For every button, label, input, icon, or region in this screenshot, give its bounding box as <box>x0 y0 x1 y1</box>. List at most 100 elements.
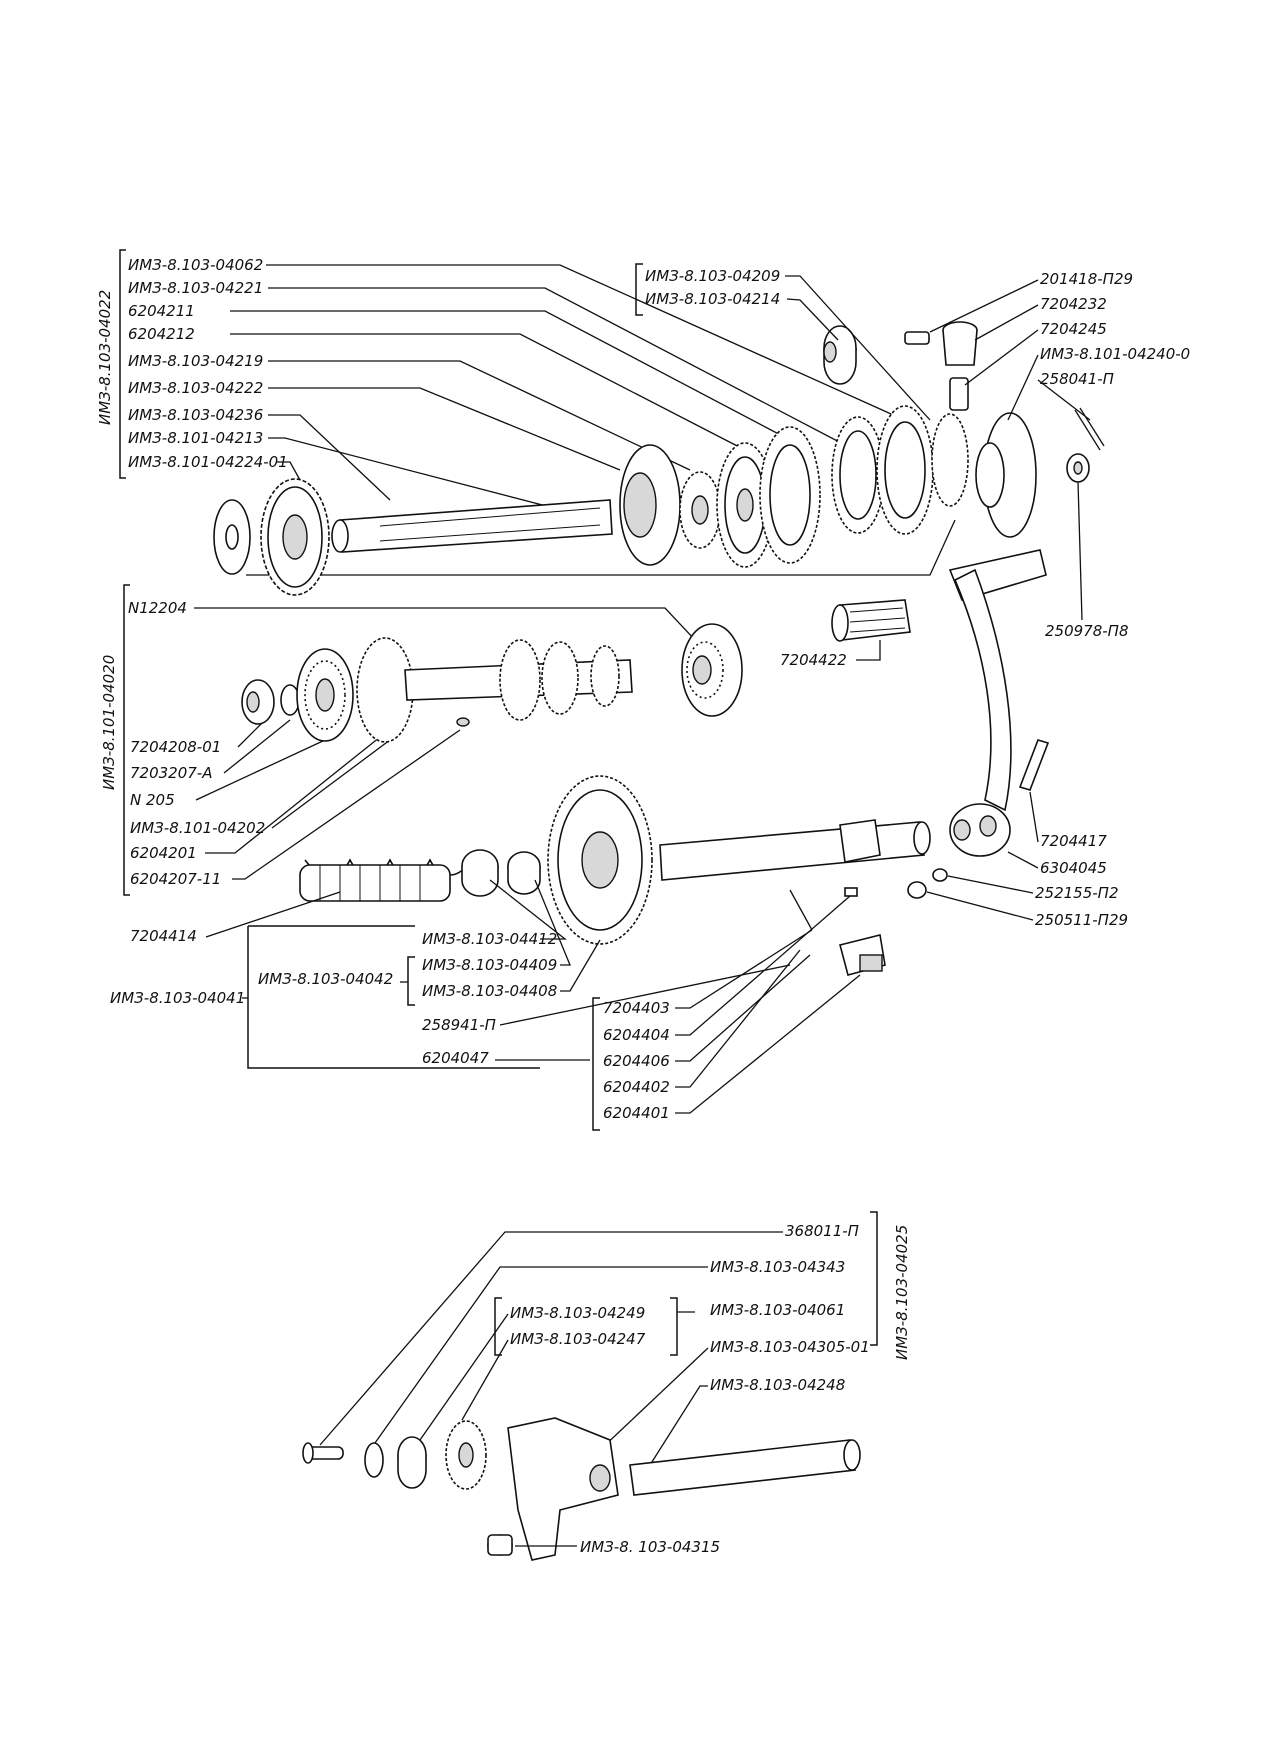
part-label-252155: 252155-П2 <box>1035 884 1119 902</box>
part-label-250511: 250511-П29 <box>1035 911 1128 929</box>
spline-bushing-7204422 <box>831 599 911 642</box>
bushing-04412 <box>461 849 499 897</box>
part-label-04236: ИМЗ-8.103-04236 <box>128 406 263 424</box>
bolt-201418 <box>904 331 930 345</box>
group-04022-assembly: ИМЗ-8.103-04022 ИМЗ-8.103-04062 ИМЗ-8.10… <box>96 249 1190 640</box>
part-label-04408: ИМЗ-8.103-04408 <box>422 982 557 1000</box>
cup-7204232 <box>942 321 978 366</box>
group-label-04042: ИМЗ-8.103-04042 <box>258 970 393 988</box>
pin-7204417 <box>1018 739 1050 791</box>
secondary-shaft <box>331 499 613 553</box>
thrust-washer <box>213 499 251 575</box>
part-label-04221: ИМЗ-8.103-04221 <box>128 279 263 297</box>
ring-7203207 <box>280 684 300 716</box>
flange-hub <box>975 412 1037 538</box>
splined-coupling <box>619 444 681 566</box>
part-label-04315: ИМЗ-8. 103-04315 <box>580 1538 720 1556</box>
bushing-04249 <box>397 1436 427 1489</box>
pin-6204404 <box>844 887 858 897</box>
part-label-6204047: 6204047 <box>422 1049 489 1067</box>
group-04025-assembly: ИМЗ-8.103-04025 368011-П ИМЗ-8.103-04343… <box>302 1211 911 1561</box>
part-label-04412: ИМЗ-8.103-04412 <box>422 930 557 948</box>
part-label-7204414: 7204414 <box>130 927 197 945</box>
part-label-04305: ИМЗ-8.103-04305-01 <box>710 1338 870 1356</box>
part-label-04214: ИМЗ-8.103-04214 <box>645 290 780 308</box>
pin-368011 <box>302 1442 344 1464</box>
part-label-6204211: 6204211 <box>128 302 195 320</box>
hub-gear <box>679 471 721 549</box>
part-label-6204207: 6204207-11 <box>130 870 221 888</box>
block-6204406 <box>839 934 886 976</box>
group-label-04020: ИМЗ-8.101-04020 <box>100 655 118 790</box>
part-label-258941: 258941-П <box>422 1016 496 1034</box>
group-label-04022: ИМЗ-8.103-04022 <box>96 290 114 425</box>
bushing-7204208 <box>241 679 275 725</box>
part-label-N12204: N12204 <box>128 599 187 617</box>
bearing-N205 <box>296 648 354 742</box>
bushing-04214 <box>823 325 857 385</box>
bearing-N12204 <box>681 623 743 717</box>
kickstart-shaft-gear <box>547 775 931 945</box>
kickstart-lever <box>948 549 1047 857</box>
part-label-6204402: 6204402 <box>603 1078 670 1096</box>
part-label-04409: ИМЗ-8.103-04409 <box>422 956 557 974</box>
part-label-7204422: 7204422 <box>780 651 847 669</box>
part-label-6204404: 6204404 <box>603 1026 670 1044</box>
part-label-7204403: 7204403 <box>603 999 670 1017</box>
part-label-04240: ИМЗ-8.101-04240-0 <box>1040 345 1190 363</box>
primary-shaft-04202 <box>356 637 633 743</box>
gear-cluster-4 <box>876 405 934 535</box>
part-label-04209: ИМЗ-8.103-04209 <box>645 267 780 285</box>
group-04041-assembly: 7204414 <box>110 775 1128 1131</box>
gear-04247 <box>445 1420 487 1490</box>
part-label-04219: ИМЗ-8.103-04219 <box>128 352 263 370</box>
part-label-04062: ИМЗ-8.103-04062 <box>128 256 263 274</box>
shaft-04248 <box>629 1439 861 1496</box>
gear-cluster-5 <box>931 413 969 507</box>
part-label-04248: ИМЗ-8.103-04248 <box>710 1376 845 1394</box>
key-6204207 <box>456 717 470 727</box>
part-label-6204401: 6204401 <box>603 1104 670 1122</box>
split-pin-258041 <box>1074 407 1105 451</box>
group-label-04025: ИМЗ-8.103-04025 <box>893 1225 911 1360</box>
washer-252155 <box>932 868 948 882</box>
part-label-7204245: 7204245 <box>1040 320 1107 338</box>
part-label-N205: N 205 <box>130 791 175 809</box>
castle-nut-250978 <box>1066 453 1090 483</box>
part-label-250978: 250978-П8 <box>1045 622 1129 640</box>
part-label-04213: ИМЗ-8.101-04213 <box>128 429 263 447</box>
part-label-6204406: 6204406 <box>603 1052 670 1070</box>
part-label-7204417: 7204417 <box>1040 832 1107 850</box>
part-label-6204201: 6204201 <box>130 844 197 862</box>
pin-7204403 <box>789 889 813 931</box>
group-label-04041: ИМЗ-8.103-04041 <box>110 989 245 1007</box>
kickstart-gear-left <box>260 478 330 596</box>
part-label-6204212: 6204212 <box>128 325 195 343</box>
part-label-04222: ИМЗ-8.103-04222 <box>128 379 263 397</box>
fork-04305 <box>507 1417 619 1561</box>
part-label-04247: ИМЗ-8.103-04247 <box>510 1330 646 1348</box>
part-label-368011: 368011-П <box>785 1222 859 1240</box>
pin-7204245 <box>949 377 969 411</box>
part-label-7203207: 7203207-А <box>130 764 212 782</box>
gear-cluster-2 <box>759 426 821 564</box>
part-label-7204208: 7204208-01 <box>130 738 221 756</box>
group-label-04061: ИМЗ-8.103-04061 <box>710 1301 845 1319</box>
nut-250511 <box>907 881 927 899</box>
part-label-04343: ИМЗ-8.103-04343 <box>710 1258 845 1276</box>
washer-04343 <box>364 1442 384 1478</box>
part-label-04202: ИМЗ-8.101-04202 <box>130 819 265 837</box>
spring-7204414 <box>299 858 471 902</box>
bushing-04409 <box>507 851 541 895</box>
gear-cluster-3 <box>831 416 885 534</box>
part-label-258041: 258041-П <box>1040 370 1114 388</box>
part-label-04249: ИМЗ-8.103-04249 <box>510 1304 645 1322</box>
gear-cluster-1 <box>716 442 774 568</box>
part-label-7204232: 7204232 <box>1040 295 1107 313</box>
part-label-201418: 201418-П29 <box>1040 270 1133 288</box>
screw-04315 <box>487 1534 513 1556</box>
part-label-6304045: 6304045 <box>1040 859 1107 877</box>
group-04020-assembly: ИМЗ-8.101-04020 N12204 7204208-01 720320… <box>100 549 1107 896</box>
part-label-04224: ИМЗ-8.101-04224-01 <box>128 453 288 471</box>
